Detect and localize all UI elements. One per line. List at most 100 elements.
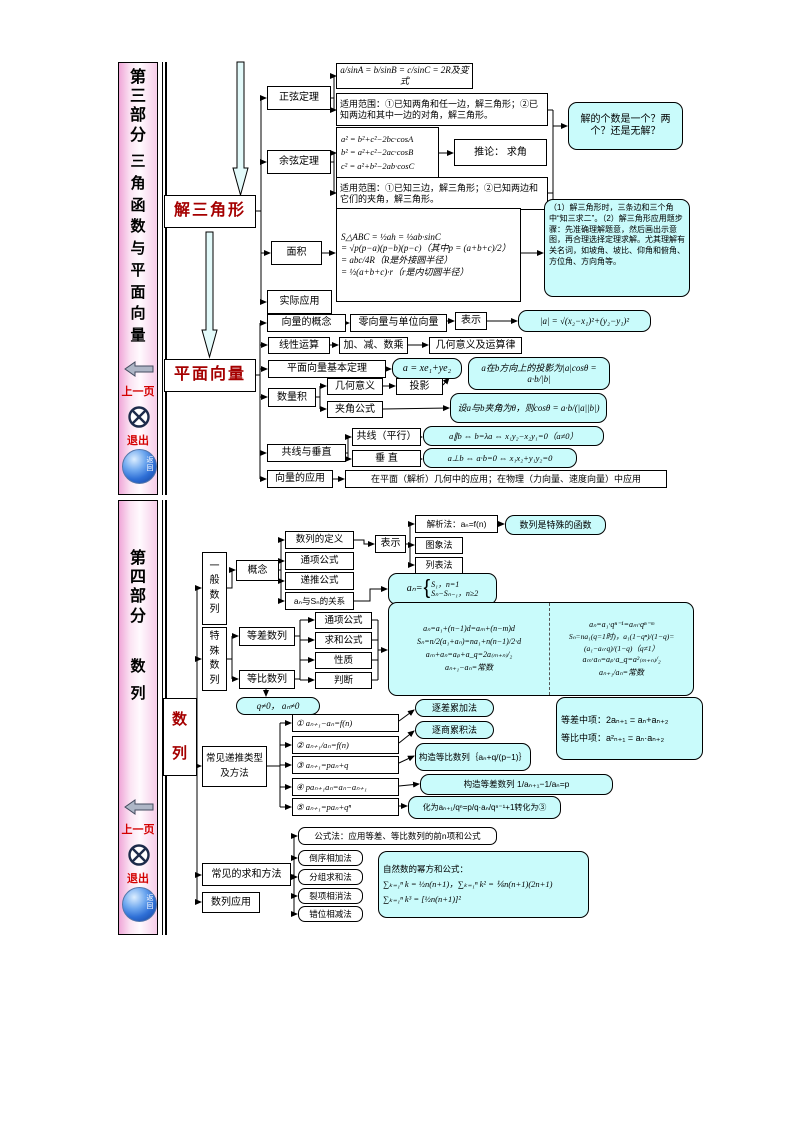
geom-f2: Sₙ=na₁(q=1时)，a₁(1−qⁿ)/(1−q)=(a₁−aₙ·q)/(1… <box>568 632 675 653</box>
part4-sidebar: 第四部分 数列 上一页 退出 返回 <box>118 500 158 935</box>
area-formula-1: S△ABC = ½ah = ½ab·sinC <box>341 231 441 242</box>
node-summation-methods: 常见的求和方法 <box>202 863 291 886</box>
node-collinear-perpendicular: 共线与垂直 <box>267 444 346 462</box>
ansn-brace: { <box>423 577 431 600</box>
parallel-condition-formula: a∥b ⇔ b=λa ⇔ x₁y₂−x₂y₁=0（a≠0） <box>423 426 604 446</box>
node-sequence-root: 数列 <box>163 698 197 776</box>
node-vector-concept: 向量的概念 <box>267 314 346 332</box>
prev-page-arrow-icon[interactable] <box>124 361 154 377</box>
ansn-case-2: Sₙ−Sₙ₋₁，n≥2 <box>431 589 479 598</box>
arith-f2: Sₙ=n/2(a₁+aₙ)=na₁+n(n−1)/2·d <box>417 637 522 647</box>
geometric-formula-column: aₙ=a₁·qⁿ⁻¹=aₘ·qⁿ⁻ᵐ Sₙ=na₁(q=1时)，a₁(1−qⁿ)… <box>550 603 693 695</box>
back-ball-button[interactable]: 返回 <box>122 449 157 484</box>
node-recurrence-types: 常见递推类型 及方法 <box>202 746 267 787</box>
frame-line <box>165 62 167 495</box>
frame-line <box>162 62 163 495</box>
sine-formula: a/sinA = b/sinB = c/sinC = 2R及变式 <box>336 63 473 89</box>
geom-f3: aₘ·aₙ=aₚ·a_q=a²₍ₘ₊ₙ₎/₂ <box>582 654 661 664</box>
node-analytic-method: 解析法：aₙ=f(n) <box>415 515 498 533</box>
geom-f4: aₙ₊₁/aₙ=常数 <box>599 667 645 677</box>
linear-geometric-meaning: 几何意义及运算律 <box>429 337 522 354</box>
node-perpendicular: 垂 直 <box>352 450 421 467</box>
node-sequence-definition: 数列的定义 <box>285 531 354 549</box>
solution-count-note: 解的个数是一个？两个？还是无解？ <box>568 102 683 150</box>
recurrence-label-line1: 常见递推类型 <box>205 753 263 765</box>
method-group-summation: 分组求和法 <box>298 869 363 885</box>
area-formulas: S△ABC = ½ah = ½ab·sinC = √p(p−a)(p−b)(p−… <box>336 208 521 302</box>
cosine-formula-1: a² = b²+c²−2bc·cosA <box>341 133 414 144</box>
sine-scope: 适用范围：①已知两角和任一边，解三角形；②已知两边和其中一边的对角，解三角形。 <box>336 93 548 126</box>
method-construct-geometric: 构造等比数列｛aₙ+q/(p−1)｝ <box>415 743 531 771</box>
dot-geometric-meaning: 几何意义 <box>327 378 383 395</box>
an-sn-piecewise-formula: aₙ= { S₁，n=1 Sₙ−Sₙ₋₁，n≥2 <box>388 573 497 605</box>
special-sequence-formulas: aₙ=a₁+(n−1)d=aₘ+(n−m)d Sₙ=n/2(a₁+aₙ)=na₁… <box>388 602 694 696</box>
node-arithmetic-sequence: 等差数列 <box>239 627 295 646</box>
summation-formula-method: 公式法：应用等差、等比数列的前n项和公式 <box>298 827 497 845</box>
linear-operation-kinds: 加、减、数乘 <box>339 337 408 354</box>
node-special-sequence: 特殊数列 <box>202 627 227 691</box>
prev-page-arrow-icon[interactable] <box>124 799 154 815</box>
recurrence-type-2: ② aₙ₊₁/aₙ=f(n) <box>292 736 399 754</box>
back-ball-button[interactable]: 返回 <box>122 887 157 922</box>
recurrence-type-1: ① aₙ₊₁−aₙ=f(n) <box>292 714 399 732</box>
prev-page-button[interactable]: 上一页 <box>121 824 155 836</box>
vector-application-text: 在平面（解析）几何中的应用；在物理（力向量、速度向量）中应用 <box>345 470 667 488</box>
cosine-formula-2: b² = a²+c²−2ac·cosB <box>341 147 414 158</box>
area-formula-2: = √p(p−a)(p−b)(p−c)（其中p = (a+b+c)/2） <box>341 243 511 254</box>
prev-page-button[interactable]: 上一页 <box>121 386 155 398</box>
exit-button[interactable]: 退出 <box>127 873 149 885</box>
perpendicular-condition-formula: a⊥b ⇔ a·b=0 ⇔ x₁x₂+y₁y₂=0 <box>423 448 577 468</box>
node-projection: 投影 <box>396 378 443 395</box>
cosine-formulas: a² = b²+c²−2bc·cosA b² = a²+c²−2ac·cosB … <box>336 127 439 179</box>
arith-middle-term: 等差中项：2aₙ₊₁ = aₙ+aₙ₊₂ <box>561 714 669 725</box>
recurrence-type-4: ④ paₙ₊₁aₙ=aₙ−aₙ₊₁ <box>292 778 399 796</box>
part3-sidebar-title: 第三部分 <box>129 69 146 144</box>
node-graph-method: 图象法 <box>415 537 463 554</box>
projection-formula: a在b方向上的投影为|a|cosθ = a·b/|b| <box>468 357 610 390</box>
method-successive-multiplication: 逐商累积法 <box>415 721 494 739</box>
node-list-method: 列表法 <box>415 557 463 574</box>
exit-button[interactable]: 退出 <box>127 435 149 447</box>
method-reverse-addition: 倒序相加法 <box>298 850 363 866</box>
method-telescoping: 裂项相消法 <box>298 888 363 904</box>
method-dislocation-subtraction: 错位相减法 <box>298 906 363 922</box>
node-prop-sum-formula: 求和公式 <box>315 632 372 649</box>
node-general-term-formula: 通项公式 <box>285 552 354 570</box>
part3-sidebar: 第三部分 三角函数与平面向量 上一页 退出 返回 <box>118 62 158 495</box>
node-general-sequence: 一般数列 <box>202 552 227 625</box>
cosine-corollary: 推论： 求角 <box>454 139 547 166</box>
node-representation: 表示 <box>455 312 487 330</box>
power-sum-formulas: 自然数的幂方和公式： ∑ₖ₌₁ⁿ k = ½n(n+1)，∑ₖ₌₁ⁿ k² = … <box>378 851 589 918</box>
recurrence-type-5: ⑤ aₙ₊₁=paₙ+qⁿ <box>292 798 399 816</box>
node-collinear-parallel: 共线（平行） <box>352 428 421 446</box>
power-sum-title: 自然数的幂方和公式： <box>383 863 469 874</box>
modulus-formula: |a| = √(x₂−x₁)²+(y₂−y₁)² <box>518 310 651 332</box>
part3-sidebar-subtitle: 三角函数与平面向量 <box>130 153 146 344</box>
geom-f1: aₙ=a₁·qⁿ⁻¹=aₘ·qⁿ⁻ᵐ <box>589 619 655 629</box>
node-linear-operations: 线性运算 <box>268 337 330 354</box>
basic-theorem-formula: a = xe₁+ye₂ <box>392 358 462 379</box>
arithmetic-formula-column: aₙ=a₁+(n−1)d=aₘ+(n−m)d Sₙ=n/2(a₁+aₙ)=na₁… <box>389 603 551 695</box>
node-sequence-application: 数列应用 <box>202 892 260 913</box>
triangle-tips-note: （1）解三角形时，三条边和三个角中“知三求二”。（2）解三角形应用题步骤：先准确… <box>544 199 690 297</box>
node-plane-vector: 平面向量 <box>164 359 256 392</box>
node-geometric-sequence: 等比数列 <box>239 670 295 689</box>
part4-sidebar-subtitle: 数列 <box>130 658 146 702</box>
exit-icon[interactable] <box>127 405 151 429</box>
recurrence-type-3: ③ aₙ₊₁=paₙ+q <box>292 756 399 774</box>
arith-f3: aₘ+aₙ=aₚ+a_q=2a₍ₘ₊ₙ₎/₂ <box>425 650 513 659</box>
method-transform-type3: 化为aₙ₊₁/qⁿ=p/q·aₙ/qⁿ⁻¹+1转化为③ <box>408 796 561 819</box>
power-sum-f1: ∑ₖ₌₁ⁿ k = ½n(n+1)，∑ₖ₌₁ⁿ k² = ⅙n(n+1)(2n+… <box>383 878 553 889</box>
node-sine-theorem: 正弦定理 <box>267 86 331 110</box>
recurrence-condition: q≠0， aₙ≠0 <box>236 697 320 715</box>
node-representation: 表示 <box>375 535 406 553</box>
sequence-is-function-note: 数列是特殊的函数 <box>505 515 606 535</box>
arith-f1: aₙ=a₁+(n−1)d=aₘ+(n−m)d <box>423 624 515 634</box>
node-concept: 概念 <box>236 560 279 581</box>
node-vector-application: 向量的应用 <box>267 470 333 488</box>
ansn-lhs: aₙ= <box>406 583 423 595</box>
exit-icon[interactable] <box>127 843 151 867</box>
node-recursive-formula: 递推公式 <box>285 572 354 590</box>
node-practical-application: 实际应用 <box>267 290 332 314</box>
